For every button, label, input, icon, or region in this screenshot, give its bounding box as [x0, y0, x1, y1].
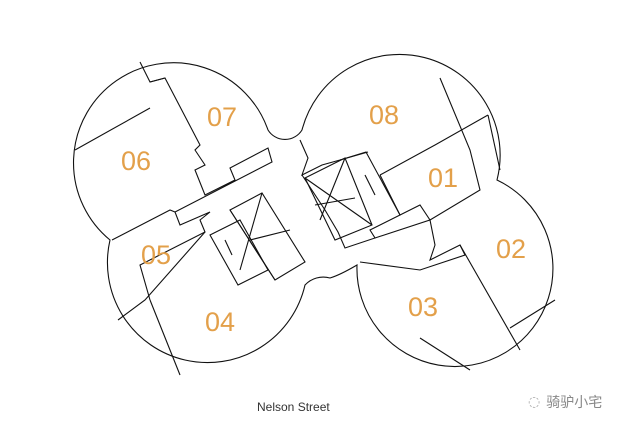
unit-label-05: 05 — [141, 240, 172, 270]
unit-label-03: 03 — [408, 292, 439, 322]
unit-label-01: 01 — [428, 163, 459, 193]
watermark-text: 骑驴小宅 — [546, 395, 603, 411]
watermark: ◌ 骑驴小宅 — [528, 392, 602, 412]
unit-label-02: 02 — [496, 234, 527, 264]
unit-label-04: 04 — [205, 307, 236, 337]
unit-label-08: 08 — [369, 100, 400, 130]
unit-label-07: 07 — [207, 102, 238, 132]
interior-walls — [74, 61, 556, 376]
unit-label-06: 06 — [121, 146, 152, 176]
wechat-icon: ◌ — [528, 394, 541, 410]
building-outline — [72, 53, 554, 368]
street-label: Nelson Street — [257, 400, 330, 414]
